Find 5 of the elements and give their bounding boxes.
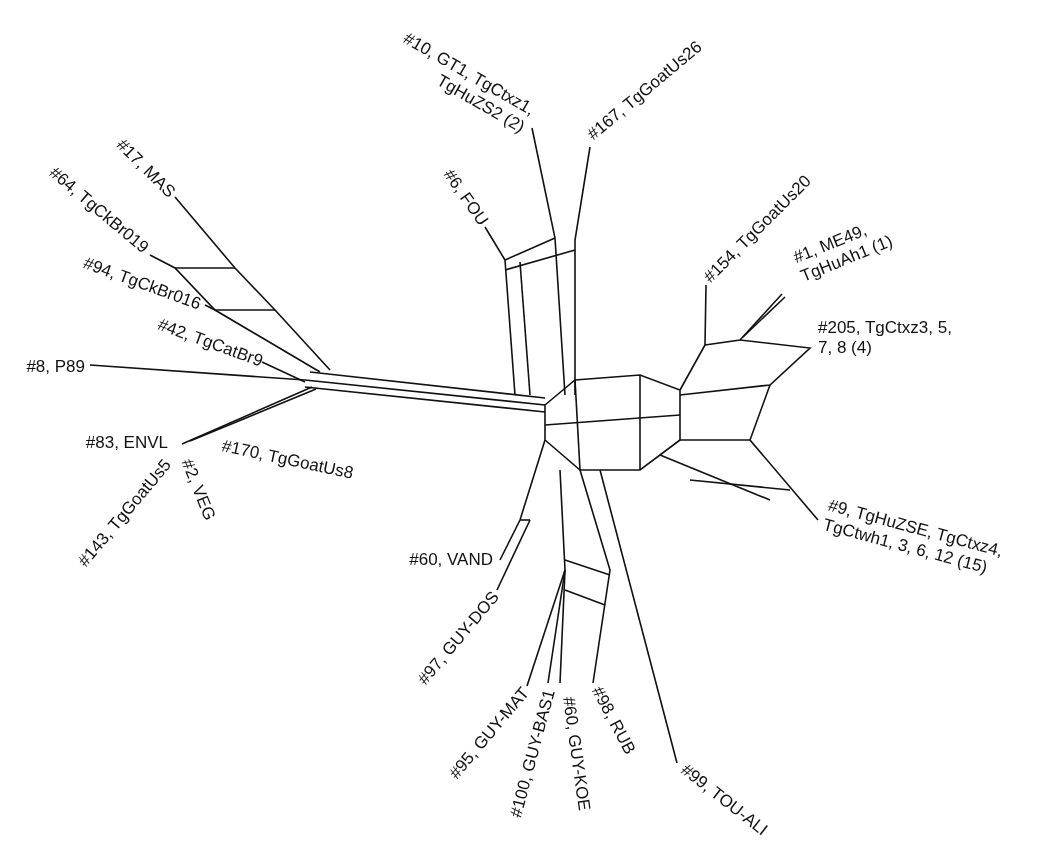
- strain-label: #205, TgCtxz3, 5, 7, 8 (4): [818, 318, 953, 358]
- strain-label: #8, P89: [26, 357, 85, 377]
- strain-label: #60, VAND: [409, 550, 493, 570]
- strain-label: #83, ENVL: [85, 433, 168, 453]
- strain-label: #2, VEG: [176, 456, 220, 524]
